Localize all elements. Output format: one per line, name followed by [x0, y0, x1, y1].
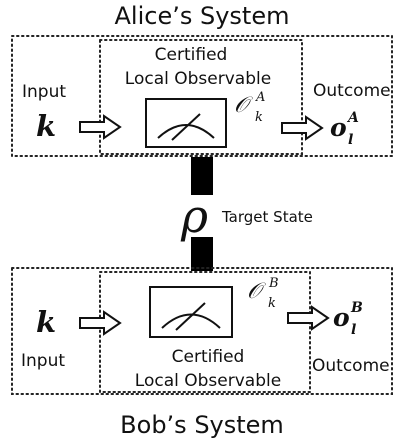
bob-observable-label-line2: Local Observable	[135, 371, 281, 391]
svg-text:B: B	[268, 276, 279, 291]
alice-observable-label-line2: Local Observable	[125, 69, 271, 89]
svg-text:𝒪: 𝒪	[234, 93, 253, 118]
alice-outer-dotted-box	[11, 35, 393, 157]
bob-system-title: Bob’s System	[120, 411, 284, 439]
alice-input-label: Input	[22, 82, 66, 102]
target-state-label: Target State	[221, 208, 313, 226]
connector-upper-bar	[191, 157, 213, 195]
svg-text:𝒪: 𝒪	[247, 279, 266, 304]
bob-observable-symbol: 𝒪 B k	[247, 276, 279, 311]
alice-observable-symbol: 𝒪 A k	[234, 90, 265, 125]
svg-text:l: l	[348, 132, 353, 148]
bob-inner-dotted-box	[99, 271, 311, 393]
alice-system: Alice’s System Certified Local Observabl…	[11, 2, 393, 157]
alice-input-symbol: k	[36, 109, 56, 143]
svg-text:B: B	[350, 300, 363, 316]
bob-system: 𝒪 B k k Input o B l Outcome Certified Lo…	[11, 267, 393, 439]
alice-system-title: Alice’s System	[115, 2, 290, 30]
bob-input-label: Input	[21, 351, 65, 371]
svg-text:o: o	[333, 303, 350, 332]
alice-observable-label-line1: Certified	[155, 45, 228, 65]
svg-text:k: k	[255, 110, 263, 125]
svg-text:k: k	[268, 296, 276, 311]
bob-input-symbol: k	[36, 305, 56, 339]
alice-meter-icon	[145, 98, 227, 148]
bob-outer-dotted-box	[11, 267, 393, 395]
bob-outcome-symbol: o B l	[333, 300, 363, 338]
bob-observable-label-line1: Certified	[172, 347, 245, 367]
svg-text:o: o	[330, 113, 347, 142]
alice-outcome-label: Outcome	[313, 81, 391, 101]
target-state-rho: ρ	[180, 189, 208, 243]
target-state-connector: ρ Target State	[180, 157, 313, 271]
bob-outcome-label: Outcome	[312, 356, 390, 376]
connector-lower-bar	[191, 237, 213, 271]
alice-outcome-symbol: o A l	[330, 110, 359, 148]
alice-inner-dotted-box	[99, 39, 303, 155]
bob-outcome-arrow	[287, 306, 329, 330]
svg-text:A: A	[346, 110, 359, 126]
svg-text:l: l	[351, 322, 356, 338]
bob-meter-icon	[149, 286, 233, 338]
svg-text:A: A	[255, 90, 265, 105]
